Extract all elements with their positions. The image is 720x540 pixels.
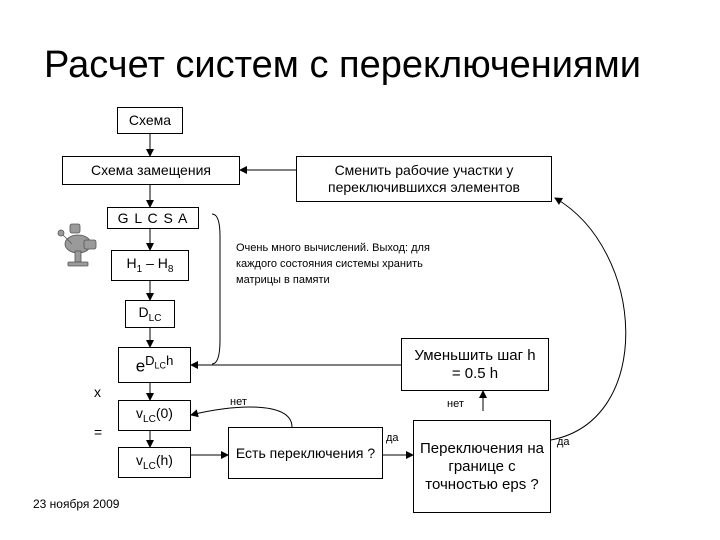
note-brace	[211, 213, 221, 365]
change-segments-box: Сменить рабочие участки у переключившихс…	[296, 156, 552, 202]
multiply-sign: x	[94, 384, 101, 400]
page-title: Расчет систем с переключениями	[44, 44, 641, 86]
label-yes-check: да	[386, 432, 399, 444]
boundary-switch-box: Переключения на границе с точностью eps …	[413, 420, 551, 513]
label-yes-boundary: да	[557, 436, 570, 448]
scheme-box: Схема	[117, 107, 183, 134]
arrow-check-to-v0	[190, 406, 293, 428]
arrow-boundary-to-change	[550, 197, 627, 441]
meat-grinder-icon	[57, 223, 97, 267]
v-initial-box: vLC(0)	[118, 400, 191, 431]
dlc-box: DLC	[125, 300, 175, 328]
slide-date: 23 ноября 2009	[33, 497, 120, 511]
glcsa-box: G L C S A	[107, 207, 199, 229]
label-no-boundary: нет	[447, 398, 464, 410]
label-no-check: нет	[230, 396, 247, 408]
matrix-exponent-box: eDLCh	[118, 347, 191, 383]
switching-check-box: Есть переключения ?	[228, 427, 383, 479]
computation-note: Очень много вычислений. Выход: для каждо…	[236, 242, 430, 286]
v-step-box: vLC(h)	[118, 447, 191, 478]
h-matrices-box: H1 – H8	[111, 250, 189, 281]
equals-sign: =	[94, 424, 103, 440]
halve-step-box: Уменьшить шаг h = 0.5 h	[401, 338, 549, 391]
equivalent-scheme-box: Схема замещения	[62, 156, 240, 185]
